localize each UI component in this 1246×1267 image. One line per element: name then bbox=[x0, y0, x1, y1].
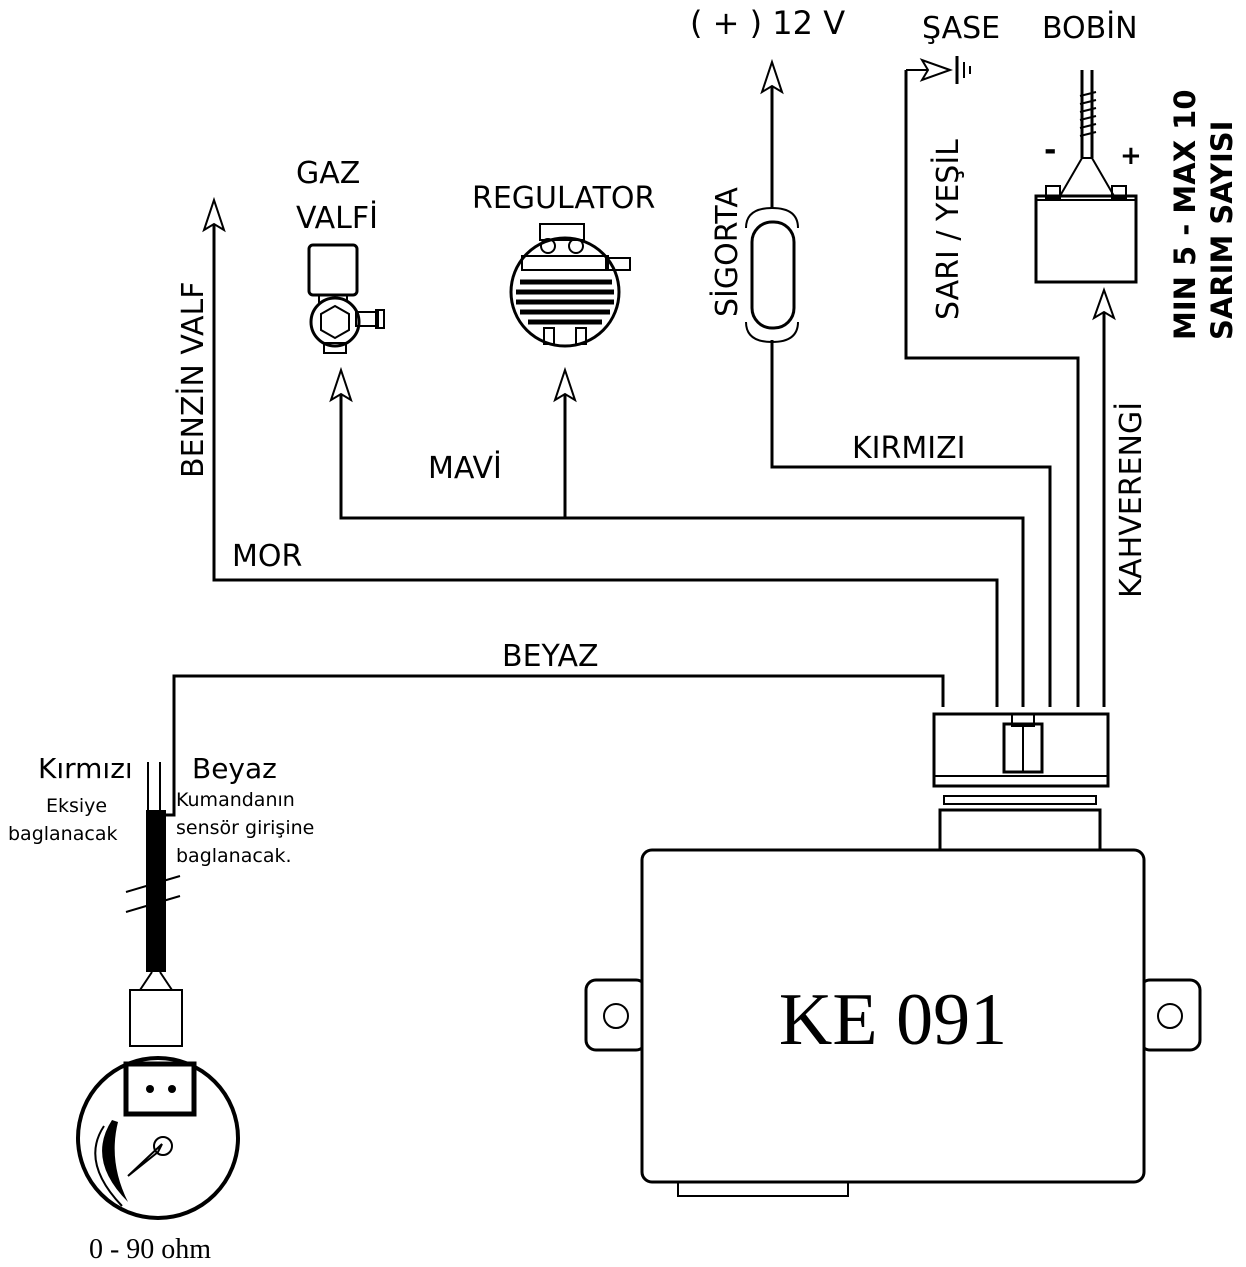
label-gas-valve-2: VALFİ bbox=[296, 200, 378, 236]
label-sensor-white: Beyaz bbox=[192, 752, 277, 785]
label-sensor-red: Kırmızı bbox=[38, 752, 133, 785]
wire-blue bbox=[339, 390, 1025, 707]
arrow-gas-valve bbox=[329, 366, 353, 403]
label-brown: KAHVERENGİ bbox=[1113, 402, 1149, 598]
labels: ( + ) 12 V ŞASE BOBİN GAZ VALFİ REGULATO… bbox=[8, 4, 1239, 1265]
arrows bbox=[202, 58, 1116, 403]
label-turns-2: SARIM SAYISI bbox=[1205, 121, 1239, 340]
label-power: ( + ) 12 V bbox=[690, 4, 845, 42]
label-coil-plus: + bbox=[1120, 141, 1142, 171]
wire-red bbox=[770, 340, 1052, 707]
label-regulator: REGULATOR bbox=[472, 181, 655, 216]
fuse-icon bbox=[745, 206, 799, 344]
arrow-regulator bbox=[553, 366, 577, 403]
connector bbox=[932, 712, 1110, 852]
label-ground: ŞASE bbox=[922, 11, 1000, 46]
label-sensor-white-note-1: Kumandanın bbox=[176, 789, 295, 811]
wires bbox=[160, 70, 1106, 817]
label-coil-minus: - bbox=[1044, 133, 1056, 168]
label-turns-1: MIN 5 - MAX 10 bbox=[1168, 89, 1202, 340]
fuel-gauge-icon bbox=[76, 1056, 240, 1220]
label-yellow-green: SARI / YEŞİL bbox=[930, 139, 966, 320]
label-resistance: 0 - 90 ohm bbox=[89, 1234, 211, 1265]
label-gas-valve-1: GAZ bbox=[296, 156, 360, 191]
sensor-cable bbox=[125, 762, 183, 1047]
arrow-power bbox=[760, 58, 784, 95]
label-petrol-valve: BENZİN VALF bbox=[175, 282, 211, 478]
arrow-petrol-valve bbox=[202, 196, 226, 233]
ke091-module bbox=[584, 848, 1202, 1197]
wire-white bbox=[160, 674, 945, 817]
wire-purple bbox=[212, 222, 999, 707]
coil-icon bbox=[1034, 70, 1138, 284]
label-coil: BOBİN bbox=[1042, 10, 1138, 46]
label-module: KE 091 bbox=[779, 979, 1007, 1061]
label-sensor-white-note-2: sensör girişine bbox=[176, 817, 314, 839]
label-sensor-red-note-2: baglanacak bbox=[8, 823, 117, 845]
label-wire-purple: MOR bbox=[232, 539, 302, 574]
wire-yellow-green bbox=[904, 70, 1080, 707]
label-sensor-red-note-1: Eksiye bbox=[46, 795, 107, 817]
gas-valve-icon bbox=[307, 243, 385, 354]
label-wire-blue: MAVİ bbox=[428, 450, 502, 486]
label-sensor-white-note-3: baglanacak. bbox=[176, 845, 292, 867]
label-wire-red: KIRMIZI bbox=[852, 431, 966, 466]
label-fuse: SİGORTA bbox=[709, 187, 745, 317]
label-wire-white: BEYAZ bbox=[502, 639, 599, 674]
arrow-coil bbox=[1092, 287, 1116, 321]
ground-symbol-icon bbox=[955, 56, 971, 84]
regulator-icon bbox=[509, 223, 631, 348]
